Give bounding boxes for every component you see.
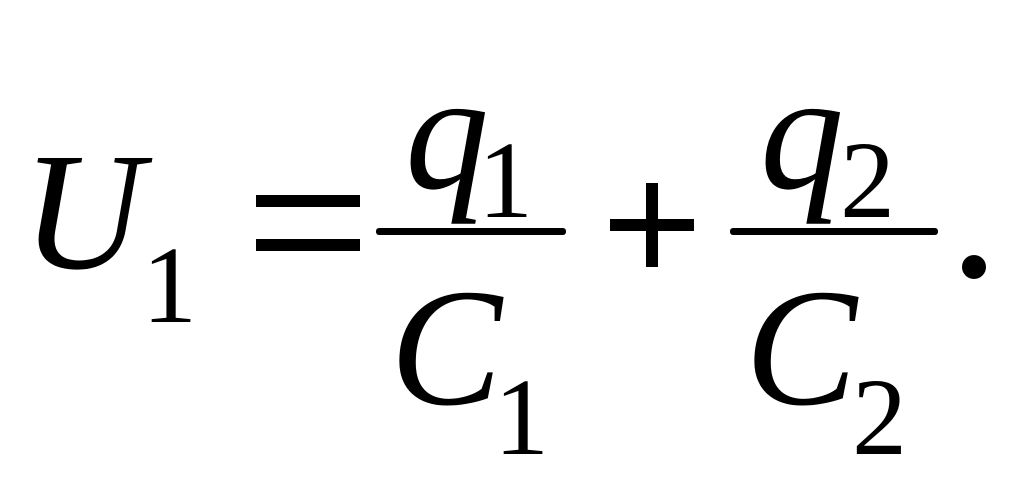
fraction1-denominator-symbol: C	[390, 255, 503, 441]
plus-sign	[610, 183, 694, 267]
fraction2-denominator-symbol: C	[745, 255, 858, 441]
fraction2-denominator-subscript: 2	[852, 356, 907, 478]
equals-sign	[256, 195, 360, 251]
fraction1-denominator-subscript: 1	[494, 356, 549, 478]
fraction2-bar	[730, 228, 938, 235]
fraction1-bar	[376, 228, 566, 235]
fraction2-numerator-subscript: 2	[840, 119, 895, 241]
lhs-subscript: 1	[142, 224, 197, 346]
period	[962, 255, 986, 279]
fraction2-numerator-symbol: q	[760, 39, 844, 225]
fraction1-numerator-subscript: 1	[478, 119, 533, 241]
fraction1-numerator-symbol: q	[405, 39, 489, 225]
lhs-symbol: U	[22, 119, 144, 305]
